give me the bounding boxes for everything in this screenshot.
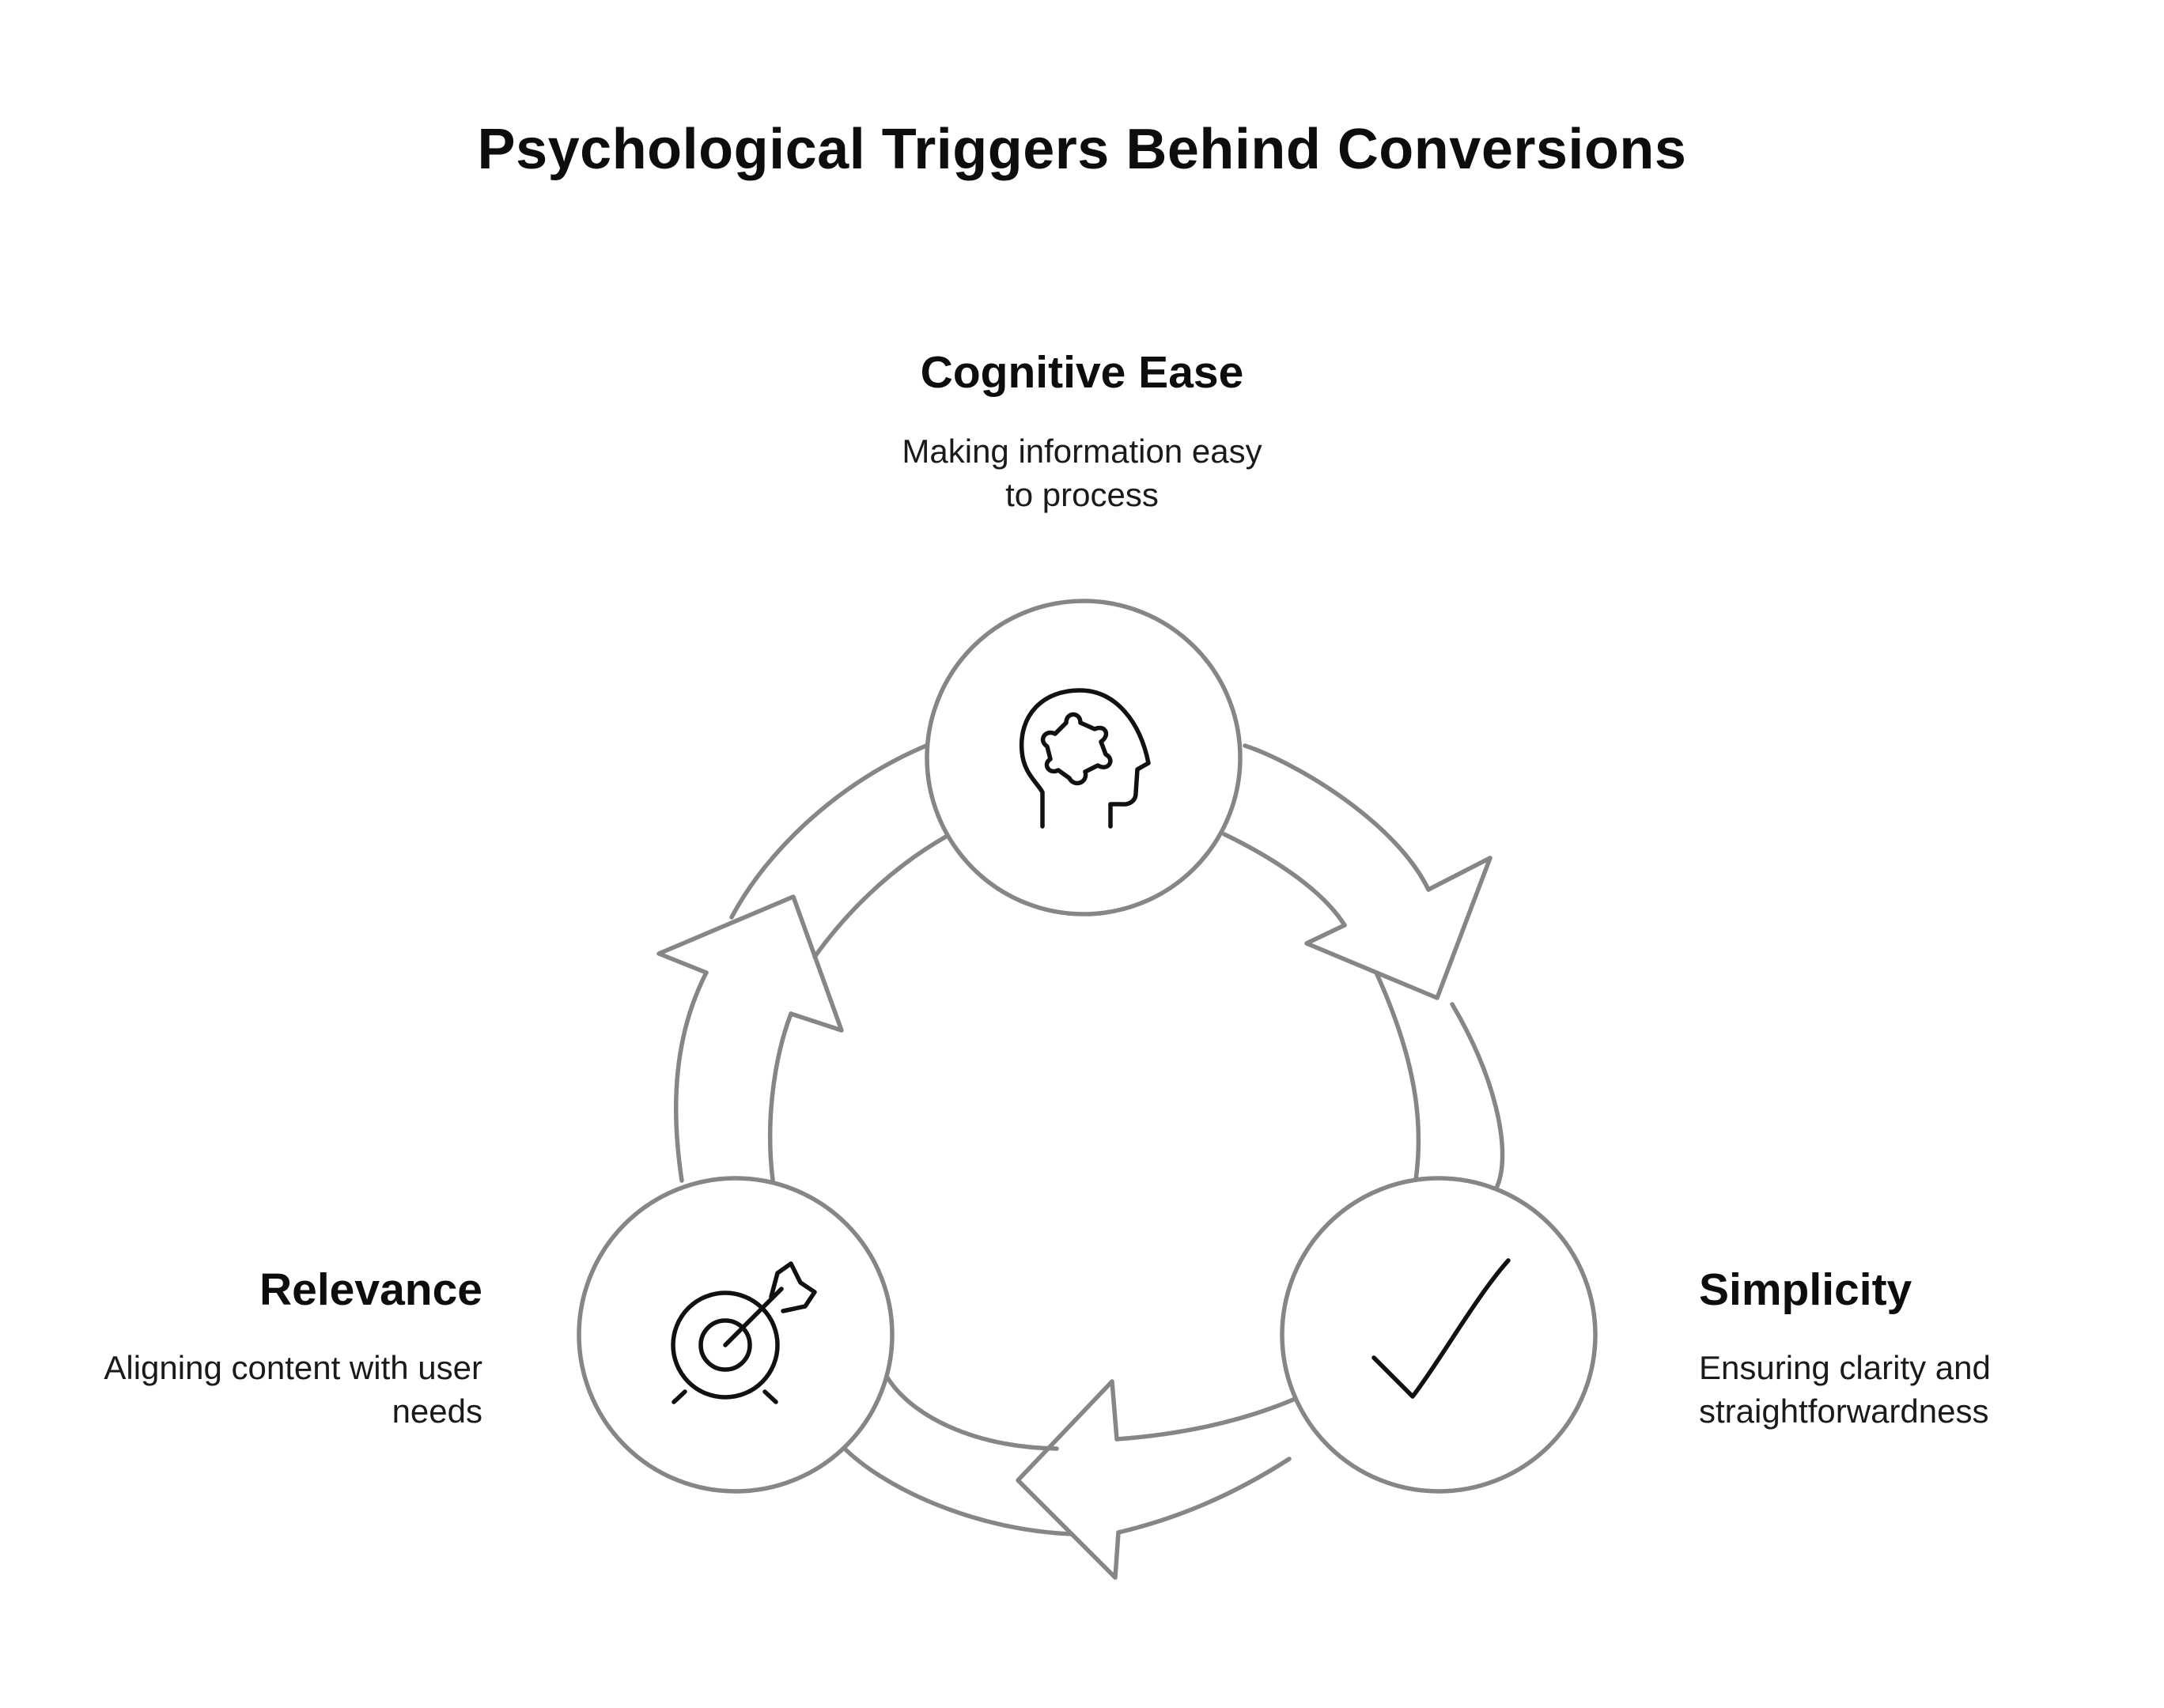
cycle-arrow-relevance-to-cognitive xyxy=(656,743,948,1183)
relevance-description: Aligning content with user needs xyxy=(32,1346,482,1433)
checkmark-icon xyxy=(1371,1258,1511,1399)
simplicity-description-line-2: straightforwardness xyxy=(1699,1392,1989,1430)
cycle-arrow-simplicity-to-relevance xyxy=(841,1373,1339,1580)
simplicity-description-line-1: Ensuring clarity and xyxy=(1699,1349,1991,1386)
cognitive-ease-description-line-1: Making information easy xyxy=(902,433,1262,470)
relevance-heading: Relevance xyxy=(259,1264,482,1315)
simplicity-circle xyxy=(1280,1176,1598,1494)
target-arrow-icon xyxy=(671,1261,817,1404)
cognitive-ease-description-line-2: to process xyxy=(1005,476,1159,513)
cognitive-ease-heading: Cognitive Ease xyxy=(920,347,1244,398)
diagram-title: Psychological Triggers Behind Conversion… xyxy=(477,118,1687,181)
relevance-description-line-2: needs xyxy=(392,1392,482,1430)
simplicity-heading: Simplicity xyxy=(1699,1264,1912,1315)
cognitive-ease-circle xyxy=(925,599,1243,916)
head-puzzle-icon xyxy=(1019,688,1151,829)
simplicity-description: Ensuring clarity and straightforwardness xyxy=(1699,1346,2142,1433)
cycle-arrow-cognitive-to-simplicity xyxy=(1222,743,1505,1188)
relevance-description-line-1: Aligning content with user xyxy=(104,1349,482,1386)
cognitive-ease-description: Making information easy to process xyxy=(805,429,1359,516)
